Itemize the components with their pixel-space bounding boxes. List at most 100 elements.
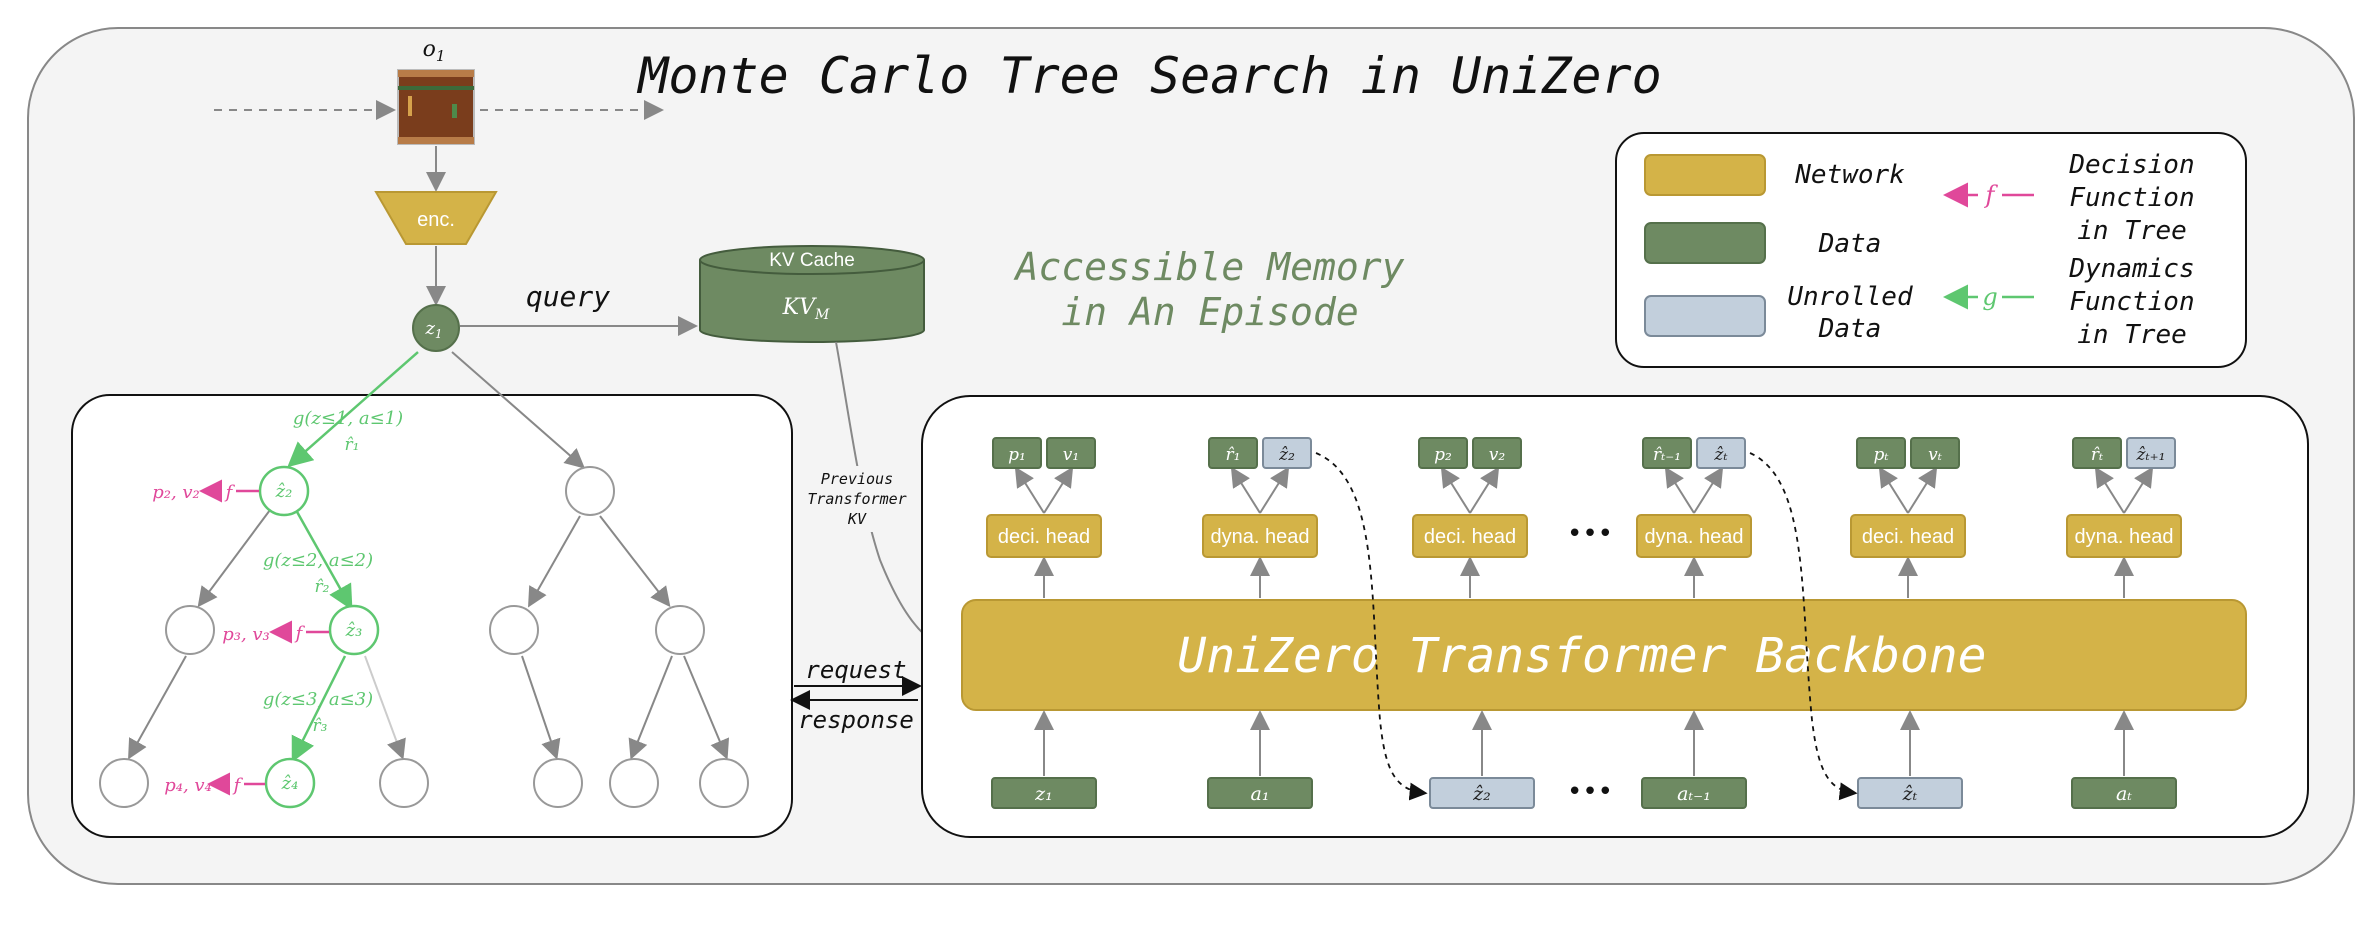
tree-node: [264, 757, 316, 809]
tree-node: [655, 605, 705, 655]
tree-node: [533, 758, 583, 808]
output-token-box: [1262, 437, 1312, 469]
tree-dynamics-label: g(z≤3, a≤3): [263, 689, 373, 710]
legend-decision-label-2: Function: [2069, 183, 2194, 213]
output-token-box: [1856, 437, 1906, 469]
tree-node: [99, 758, 149, 808]
tree-edge: [528, 515, 581, 608]
tree-node: [565, 466, 615, 516]
response-label: response: [798, 706, 914, 734]
output-token-label: ẑ₂: [1278, 445, 1295, 465]
request-label: request: [805, 656, 906, 684]
legend-dynamics-label-1: Dynamics: [2068, 254, 2194, 284]
input-token-label: ẑₜ: [1902, 783, 1918, 805]
tree-node: [258, 465, 310, 517]
output-arrow: [1907, 466, 1938, 514]
tree-node-label: ẑ₄: [281, 773, 299, 794]
legend-unrolled-swatch: [1644, 295, 1766, 337]
legend-data-swatch: [1644, 222, 1766, 264]
input-token-label: aₜ₋₁: [1677, 783, 1711, 805]
tree-edge: [197, 509, 271, 608]
memory-caption-line2: in An Episode: [1061, 290, 1358, 334]
tree-node-label: ẑ₃: [345, 620, 363, 641]
output-arrow: [1043, 466, 1074, 514]
tree-edge: [599, 515, 671, 608]
previous-kv-label-3: KV: [847, 510, 867, 528]
observation-label: o1: [423, 37, 446, 65]
unroll-feedback-arrow: [1749, 452, 1858, 801]
previous-kv-label-1: Previous: [821, 470, 893, 488]
output-arrow: [1259, 466, 1290, 514]
output-token-box: [1472, 437, 1522, 469]
tree-edge: [128, 655, 187, 760]
tree-reward-label: r̂₃: [313, 716, 328, 736]
ellipsis-label: •••: [1567, 519, 1613, 549]
decision-head-box: [1412, 514, 1528, 558]
legend-network-swatch: [1644, 154, 1766, 196]
tree-dynamics-label: g(z≤2, a≤2): [263, 550, 373, 571]
output-arrow: [2123, 466, 2154, 514]
backbone-block: [961, 599, 2247, 711]
input-token-label: ẑ₂: [1472, 783, 1491, 805]
tree-edge: [287, 351, 419, 468]
kv-cache-label: KVM: [782, 295, 830, 323]
encoder-label: enc.: [417, 209, 455, 231]
output-token-label: p₂: [1434, 445, 1452, 465]
tree-policy-value-label: p₄, v₄: [164, 775, 212, 796]
legend-decision-symbol-bg: [1978, 180, 2002, 210]
output-token-box: [1696, 437, 1746, 469]
output-token-box: [2072, 437, 2122, 469]
legend-decision-label-1: Decision: [2068, 150, 2194, 180]
dynamics-head-box: [1636, 514, 1752, 558]
legend-dynamics-symbol: g: [1982, 283, 1997, 311]
dynamics-head-box: [2066, 514, 2182, 558]
backbone-label: UniZero Transformer Backbone: [1177, 628, 1986, 684]
decision-head-box: [986, 514, 1102, 558]
output-token-box: [2126, 437, 2176, 469]
input-token-label: z₁: [1034, 783, 1053, 805]
output-token-label: pₜ: [1873, 445, 1889, 465]
legend-dynamics-label-3: in Tree: [2077, 320, 2187, 350]
previous-kv-label-2: Transformer: [807, 490, 906, 508]
decision-head-label: deci. head: [1862, 526, 1954, 548]
output-token-label: v₁: [1063, 445, 1079, 465]
output-token-box: [992, 437, 1042, 469]
output-arrow: [1469, 466, 1500, 514]
tree-dynamics-label: g(z≤1, a≤1): [293, 408, 403, 429]
output-token-label: r̂ₜ₋₁: [1653, 445, 1681, 465]
root-node-label: z1: [424, 318, 442, 341]
output-token-box: [1208, 437, 1258, 469]
tree-node: [379, 758, 429, 808]
input-token-box: [1641, 777, 1747, 809]
tree-edge: [291, 655, 347, 763]
dynamics-head-label: dyna. head: [1645, 526, 1744, 548]
output-token-label: r̂₁: [1226, 445, 1241, 465]
decision-head-label: deci. head: [998, 526, 1090, 548]
input-token-label: aₜ: [2116, 783, 2132, 805]
tree-reward-label: r̂₁: [345, 435, 360, 455]
output-arrow: [1014, 466, 1045, 514]
input-token-box: [1857, 777, 1963, 809]
tree-edge: [521, 655, 561, 760]
tree-panel: [71, 394, 793, 838]
diagram-title: Monte Carlo Tree Search in UniZero: [636, 47, 1662, 105]
tree-policy-value-label: p₃, v₃: [222, 624, 270, 645]
tree-node: [328, 604, 380, 656]
output-token-label: ẑₜ₊₁: [2136, 445, 2166, 465]
encoder-block: [374, 191, 498, 245]
output-token-box: [1910, 437, 1960, 469]
legend-decision-label-3: in Tree: [2077, 216, 2187, 246]
kv-cache-title: KV Cache: [769, 250, 855, 271]
tree-edge: [451, 351, 586, 469]
output-token-label: p₁: [1008, 445, 1026, 465]
tree-node: [489, 605, 539, 655]
legend-unrolled-label-2: Data: [1818, 314, 1882, 344]
tree-f-bg: [292, 619, 306, 645]
output-arrow: [1440, 466, 1471, 514]
output-token-box: [1046, 437, 1096, 469]
legend-data-label: Data: [1818, 229, 1882, 259]
tree-edge: [628, 655, 673, 760]
output-arrow: [1693, 466, 1724, 514]
